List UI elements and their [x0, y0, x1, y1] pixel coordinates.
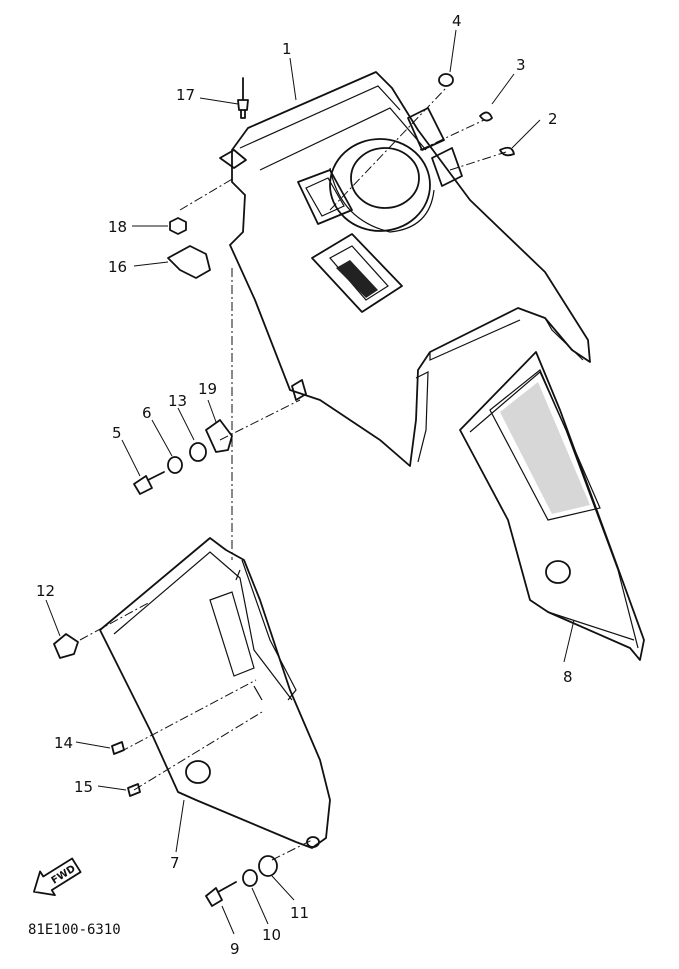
part-16-clamp	[167, 245, 211, 279]
part-11-grommet	[258, 855, 278, 877]
part-2-clip	[499, 146, 515, 157]
part-4-clip	[438, 73, 454, 87]
label-7: 7	[170, 854, 180, 872]
part-labels: 1 2 3 4 5 6 7 8 9 10 11 12 13 14 15 16 1…	[36, 12, 573, 958]
label-19: 19	[198, 380, 217, 398]
label-9: 9	[230, 940, 240, 958]
label-10: 10	[262, 926, 281, 944]
label-18: 18	[108, 218, 127, 236]
label-3: 3	[516, 56, 526, 74]
label-14: 14	[54, 734, 73, 752]
label-13: 13	[168, 392, 187, 410]
label-5: 5	[112, 424, 122, 442]
label-6: 6	[142, 404, 152, 422]
label-11: 11	[290, 904, 309, 922]
part-19-bracket	[205, 419, 233, 453]
part-7-lower-panel	[99, 537, 331, 849]
part-17-rivet	[237, 77, 249, 119]
part-10-washer	[242, 869, 258, 887]
part-9-screw	[205, 881, 237, 907]
leader-lines	[45, 29, 575, 935]
label-2: 2	[548, 110, 558, 128]
label-4: 4	[452, 12, 462, 30]
part-3-clip	[479, 111, 493, 122]
label-12: 12	[36, 582, 55, 600]
assembly-lines	[79, 87, 507, 861]
part-18-nut	[169, 217, 187, 235]
label-15: 15	[74, 778, 93, 796]
part-15-pin	[127, 783, 141, 797]
label-1: 1	[282, 40, 292, 58]
label-17: 17	[176, 86, 195, 104]
part-8-inner-panel	[459, 351, 645, 661]
catalog-code: 81E100-6310	[28, 922, 121, 938]
part-5-screw	[133, 471, 165, 495]
part-14-pin	[111, 741, 125, 755]
label-8: 8	[563, 668, 573, 686]
part-6-washer	[167, 456, 183, 474]
part-13-grommet	[189, 442, 207, 462]
part-12-screw	[53, 633, 79, 659]
label-16: 16	[108, 258, 127, 276]
fwd-arrow: FWD	[33, 857, 82, 897]
part-1-upper-cover	[219, 71, 591, 467]
